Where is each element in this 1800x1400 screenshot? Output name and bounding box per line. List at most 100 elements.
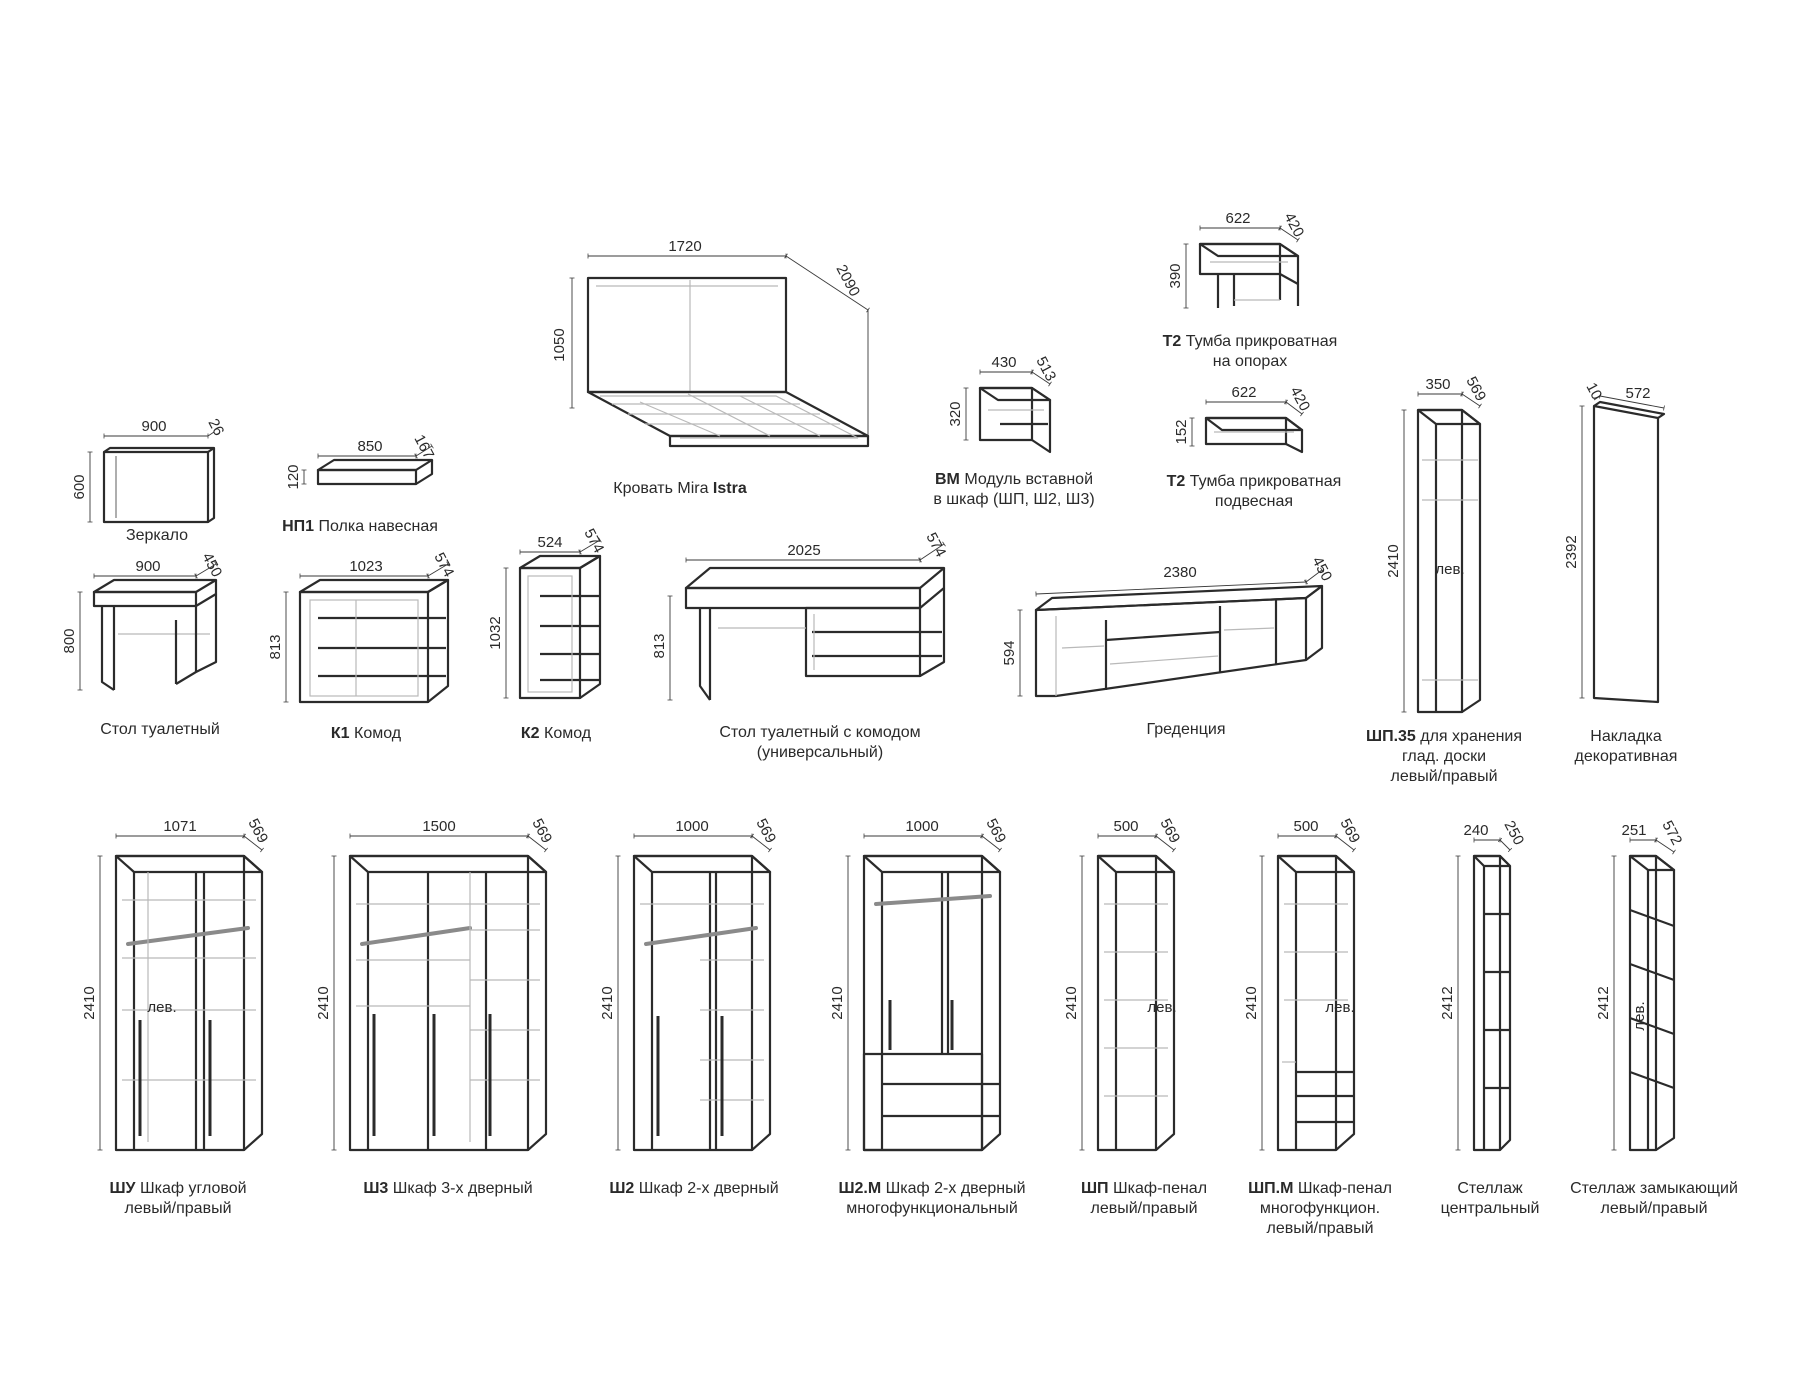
t2-legs-depth: 420 <box>1280 210 1307 240</box>
dressing-table-height: 800 <box>61 628 78 653</box>
overlay-height: 2392 <box>1563 535 1580 568</box>
sideboard-caption: Греденция <box>1146 721 1225 738</box>
pencil-case-shpm: 500 569 2410 лев. ШП.М Шкаф-пенал многоф… <box>1243 816 1392 1237</box>
shpm-caption-2: многофункцион. <box>1260 1200 1380 1217</box>
t2-legs-caption-2: на опорах <box>1213 353 1287 370</box>
t2-legs-caption: Т2 Тумба прикроватная <box>1163 333 1338 350</box>
ironing-cabinet-shp35: 350 569 2410 лев. ШП.35 для хранения гла… <box>1366 374 1522 785</box>
dressing-table-width: 900 <box>135 558 160 575</box>
wardrobe-sh3: 1500 569 2410 Ш3 Шкаф 3-х дверный <box>315 816 555 1197</box>
sh2-height: 2410 <box>599 986 616 1019</box>
rack-central-caption-2: центральный <box>1441 1200 1540 1217</box>
shu-caption: ШУ Шкаф угловой <box>109 1180 246 1197</box>
k1-caption: К1 Комод <box>331 725 402 742</box>
shp35-depth: 569 <box>1462 374 1489 404</box>
mirror-width: 900 <box>141 418 166 435</box>
k2-depth: 574 <box>580 526 607 556</box>
pencil-case-shp: 500 569 2410 лев. ШП Шкаф-пенал левый/пр… <box>1063 816 1207 1217</box>
shp35-caption: ШП.35 для хранения <box>1366 728 1522 745</box>
np1-caption: НП1 Полка навесная <box>282 518 438 535</box>
rack-end: 251 572 2412 лев. Стеллаж замыкающий лев… <box>1570 818 1738 1217</box>
sh2m-caption: Ш2.М Шкаф 2-х дверный <box>838 1180 1025 1197</box>
nightstand-t2-legs: 622 420 390 Т2 Тумба прикроватная на опо… <box>1163 210 1338 370</box>
overlay-depth: 10 <box>1582 380 1605 403</box>
sh2m-width: 1000 <box>905 818 938 835</box>
sh2-depth: 569 <box>752 816 779 846</box>
shu-side-label: лев. <box>147 999 176 1016</box>
t2-hanging-height: 152 <box>1173 419 1190 444</box>
bed-height-label: 1050 <box>551 328 568 361</box>
shpm-width: 500 <box>1293 818 1318 835</box>
rack-end-height: 2412 <box>1595 986 1612 1019</box>
wardrobe-sh2: 1000 569 2410 Ш2 Шкаф 2-х дверный <box>599 816 779 1197</box>
mirror-height: 600 <box>71 474 88 499</box>
sh3-height: 2410 <box>315 986 332 1019</box>
dressing-table-depth: 450 <box>198 550 225 580</box>
np1-width: 850 <box>357 438 382 455</box>
shu-caption-2: левый/правый <box>124 1200 231 1217</box>
np1-height: 120 <box>285 464 302 489</box>
table-chest-caption: Стол туалетный с комодом <box>719 724 920 741</box>
vm-height: 320 <box>947 401 964 426</box>
shpm-side-label: лев. <box>1325 999 1354 1016</box>
wall-shelf-np1: 850 167 120 НП1 Полка навесная <box>282 432 438 535</box>
chest-k2: 524 574 1032 К2 Комод <box>487 526 607 742</box>
vm-caption-2: в шкаф (ШП, Ш2, Ш3) <box>933 491 1094 508</box>
vm-caption: ВМ Модуль вставной <box>935 471 1093 488</box>
rack-end-caption-2: левый/правый <box>1600 1200 1707 1217</box>
dressing-table-caption: Стол туалетный <box>100 721 220 738</box>
sideboard-gredenciya: 2380 450 594 Греденция <box>1001 554 1335 738</box>
sh2-caption: Ш2 Шкаф 2-х дверный <box>609 1180 778 1197</box>
rack-central-width: 240 <box>1463 822 1488 839</box>
sh2-width: 1000 <box>675 818 708 835</box>
mirror-caption: Зеркало <box>126 527 188 544</box>
k1-depth: 574 <box>430 550 457 580</box>
shu-depth: 569 <box>244 816 271 846</box>
shp-depth: 569 <box>1156 816 1183 846</box>
sh2m-caption-2: многофункциональный <box>846 1200 1018 1217</box>
sideboard-depth: 450 <box>1308 554 1335 584</box>
t2-hanging-width: 622 <box>1231 384 1256 401</box>
k1-height: 813 <box>267 634 284 659</box>
shpm-depth: 569 <box>1336 816 1363 846</box>
bed-width-label: 1720 <box>668 238 701 255</box>
shu-width: 1071 <box>163 818 196 835</box>
sh2m-depth: 569 <box>982 816 1009 846</box>
shp35-caption-3: левый/правый <box>1390 768 1497 785</box>
dressing-table: 900 450 800 Стол туалетный <box>61 550 225 738</box>
rack-end-width: 251 <box>1621 822 1646 839</box>
np1-depth: 167 <box>410 432 437 462</box>
wardrobe-shu: 1071 569 2410 лев. ШУ Шкаф угловой левый… <box>81 816 271 1217</box>
overlay-width: 572 <box>1625 385 1650 402</box>
shpm-caption: ШП.М Шкаф-пенал <box>1248 1180 1392 1197</box>
mirror-depth: 26 <box>204 416 227 439</box>
k2-width: 524 <box>537 534 562 551</box>
nightstand-t2-hanging: 622 420 152 Т2 Тумба прикроватная подвес… <box>1167 384 1342 510</box>
rack-central: 240 250 2412 Стеллаж центральный <box>1439 818 1539 1217</box>
shp35-height: 2410 <box>1385 544 1402 577</box>
wardrobe-sh2m: 1000 569 2410 Ш2.М Шкаф 2-х дверный мног… <box>829 816 1026 1217</box>
rack-central-height: 2412 <box>1439 986 1456 1019</box>
shpm-caption-3: левый/правый <box>1266 1220 1373 1237</box>
t2-legs-height: 390 <box>1167 263 1184 288</box>
t2-legs-width: 622 <box>1225 210 1250 227</box>
chest-k1: 1023 574 813 К1 Комод <box>267 550 457 742</box>
sideboard-width: 2380 <box>1163 564 1196 581</box>
shp-caption-2: левый/правый <box>1090 1200 1197 1217</box>
k2-caption: К2 Комод <box>521 725 592 742</box>
shp-width: 500 <box>1113 818 1138 835</box>
overlay-caption-2: декоративная <box>1575 748 1678 765</box>
t2-hanging-caption-2: подвесная <box>1215 493 1293 510</box>
vm-depth: 513 <box>1032 354 1059 384</box>
mirror: 900 26 600 Зеркало <box>71 416 227 544</box>
table-chest-width: 2025 <box>787 542 820 559</box>
sideboard-height: 594 <box>1001 640 1018 665</box>
shp35-width: 350 <box>1425 376 1450 393</box>
vm-width: 430 <box>991 354 1016 371</box>
k1-width: 1023 <box>349 558 382 575</box>
table-chest-height: 813 <box>651 633 668 658</box>
bed-depth-label: 2090 <box>832 262 863 299</box>
decorative-overlay: 572 10 2392 Накладка декоративная <box>1563 380 1677 765</box>
rack-central-caption: Стеллаж <box>1457 1180 1523 1197</box>
